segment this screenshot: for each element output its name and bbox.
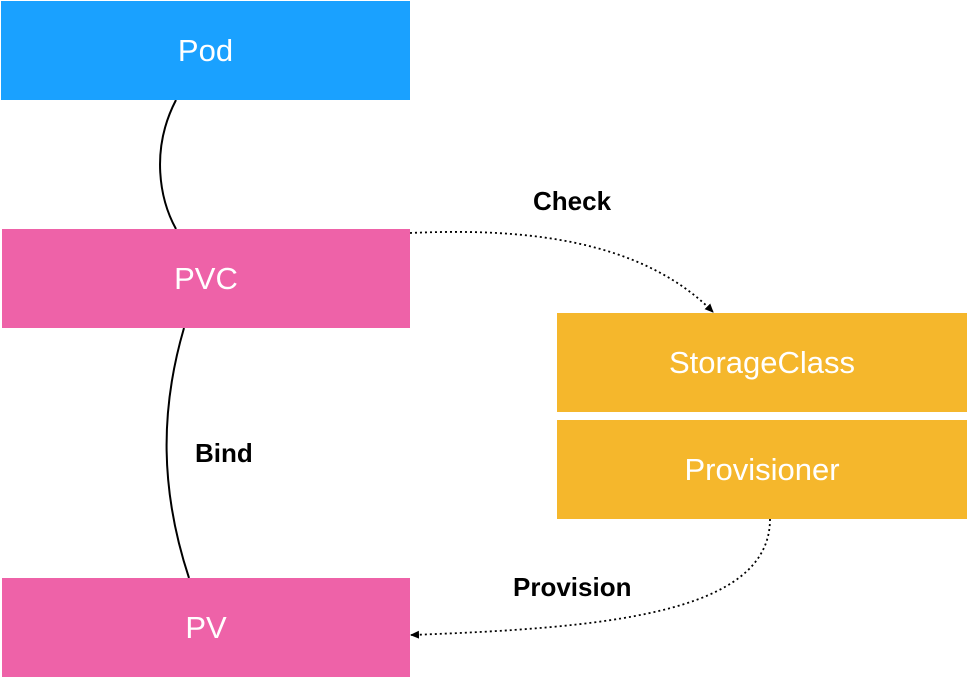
pv-node-label: PV [185,609,227,645]
storageclass-node-label: StorageClass [668,344,856,380]
pod-node: Pod [1,1,410,100]
bind-edge-label: Bind [195,438,253,468]
provisioner-node-label: Provisioner [684,451,840,487]
pvc-storageclass-check-arrow [409,231,714,313]
storageclass-node: StorageClass [557,313,967,412]
pvc-node: PVC [2,229,410,328]
provision-edge-label: Provision [513,572,632,602]
pod-node-label: Pod [177,32,234,68]
check-edge-label: Check [533,186,612,216]
provisioner-node: Provisioner [557,420,967,519]
pod-pvc-connector [159,99,177,230]
pv-node: PV [2,578,410,677]
pvc-node-label: PVC [174,260,238,296]
pvc-pv-bind-connector [165,327,190,579]
provisioner-pv-provision-arrow [410,518,771,639]
